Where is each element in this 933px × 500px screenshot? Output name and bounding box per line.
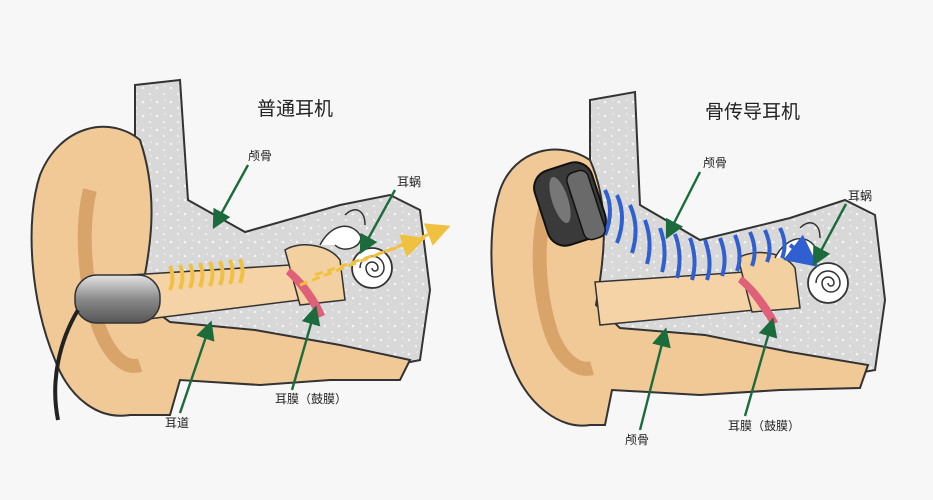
left-title: 普通耳机 <box>257 98 333 120</box>
right-pointer-bone-bottom <box>638 327 671 431</box>
right-pointer-eardrum <box>743 317 778 417</box>
left-pointer-cochlea <box>359 189 397 255</box>
right-panel: 骨传导耳机 颅骨 耳蜗 颅骨 耳膜（鼓膜） <box>490 90 887 447</box>
air-wave-arrows <box>299 223 451 287</box>
left-label-eardrum: 耳膜（鼓膜） <box>275 392 347 406</box>
right-ear-fold <box>532 208 594 376</box>
right-label-eardrum: 耳膜（鼓膜） <box>728 419 800 433</box>
right-title: 骨传导耳机 <box>705 101 800 123</box>
right-eardrum <box>738 276 778 325</box>
bone-conduction-speaker-icon <box>533 161 607 247</box>
left-pointer-ear-canal <box>178 320 215 414</box>
earphone-icon <box>53 274 161 421</box>
left-outer-ear <box>30 125 412 417</box>
left-label-cochlea: 耳蜗 <box>397 174 421 189</box>
left-pointer-eardrum <box>290 305 321 391</box>
right-pointer-bone-top <box>665 171 702 240</box>
right-label-bone-top: 颅骨 <box>703 156 727 170</box>
right-label-cochlea: 耳蜗 <box>848 188 872 203</box>
left-panel: 普通耳机 颅骨 耳蜗 耳道 耳膜（鼓膜） <box>30 78 451 430</box>
left-label-ear-canal: 耳道 <box>165 416 189 430</box>
bone-wave-arrow <box>783 234 819 267</box>
right-pointer-cochlea <box>812 203 848 267</box>
right-label-bone-bottom: 颅骨 <box>625 433 649 447</box>
left-pointer-bone <box>212 164 250 230</box>
air-sound-waves <box>168 258 245 291</box>
bone-sound-waves <box>603 189 787 281</box>
left-label-bone: 颅骨 <box>248 149 272 163</box>
